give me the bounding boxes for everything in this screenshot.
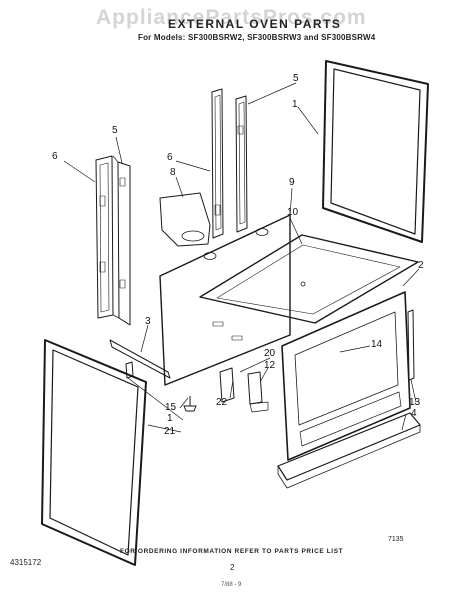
page-number: 2 [230,563,235,572]
callout-10: 10 [287,207,299,218]
door-frame-top-right [322,60,429,243]
vertical-rod [407,309,415,381]
screw [183,396,197,412]
diagram-code: 7135 [388,536,404,543]
callout-2: 2 [418,260,424,271]
middle-side-rail [211,88,248,239]
callout-15: 15 [165,402,177,413]
callout-21: 21 [164,426,176,437]
callout-9: 9 [289,177,295,188]
callout-14: 14 [371,339,383,350]
front-brace [109,339,171,379]
clip [125,361,134,379]
hinge-brackets [219,367,269,413]
door-frame-bottom-left [41,339,147,566]
callout-4: 4 [411,408,417,419]
callout-1-bottom: 1 [167,413,173,424]
callout-3: 3 [145,316,151,327]
callout-6-left: 6 [52,151,58,162]
callout-5-left: 5 [112,125,118,136]
page-tag: 7/88 - 9 [221,582,242,588]
callout-13: 13 [409,397,421,408]
part-number: 4315172 [10,558,42,567]
watermark: AppliancePartsPros.com [96,6,367,29]
left-side-rail [95,155,131,326]
callout-6-middle: 6 [167,152,173,163]
ordering-note: FOR ORDERING INFORMATION REFER TO PARTS … [120,548,344,555]
callout-12: 12 [264,360,276,371]
bottom-trim [277,412,421,489]
vent-bracket [159,192,211,247]
front-frame [281,291,411,461]
callout-22: 22 [216,397,228,408]
callout-1-top: 1 [292,99,298,110]
top-panel [199,234,419,324]
leader-lines [63,82,420,433]
callout-8: 8 [170,167,176,178]
back-panel [159,214,291,386]
callout-5-right: 5 [293,73,299,84]
diagram-title: EXTERNAL OVEN PARTS [168,17,342,31]
model-list: For Models: SF300BSRW2, SF300BSRW3 and S… [138,33,376,42]
callout-20: 20 [264,348,276,359]
